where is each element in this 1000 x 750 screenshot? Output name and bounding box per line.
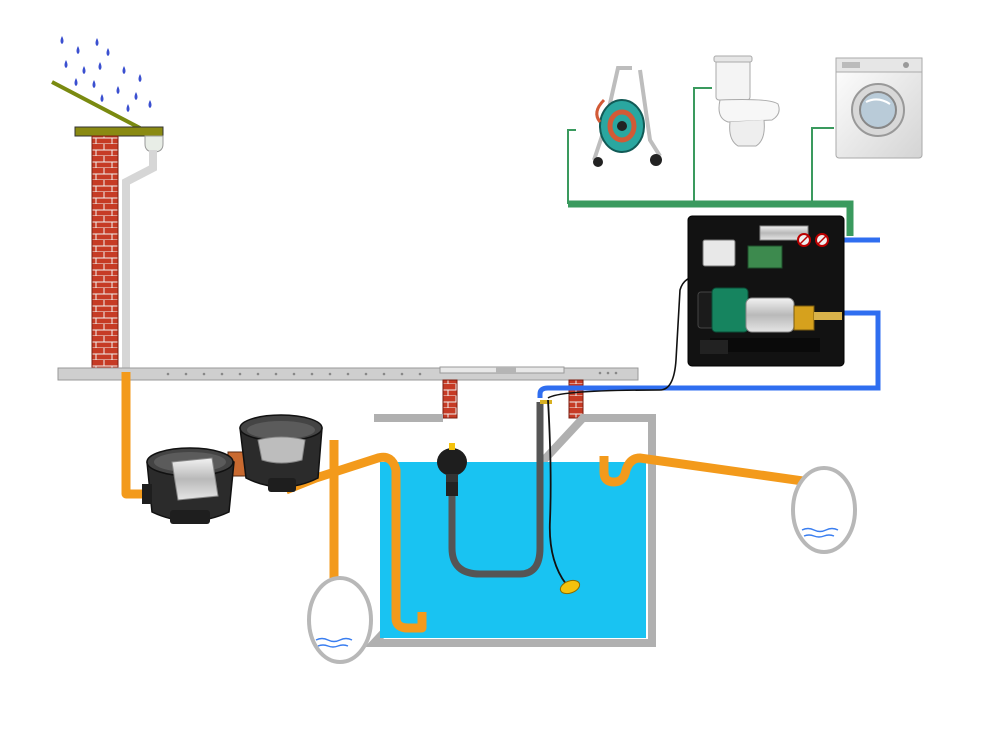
downpipe-icon	[122, 135, 164, 372]
water-tank-icon	[364, 414, 656, 647]
brick-wall-icon	[91, 135, 119, 371]
soakaway-icon	[791, 466, 857, 554]
rain-drops-icon	[60, 36, 152, 112]
overflow-pipe	[599, 453, 811, 487]
ground-slab-icon	[57, 366, 639, 419]
soakaway-icon	[307, 576, 373, 664]
washing-machine-icon	[835, 57, 923, 159]
filter-basket-icon	[239, 414, 323, 492]
float-switch-icon	[547, 399, 581, 595]
roof-icon	[51, 80, 164, 137]
toilet-icon	[713, 55, 780, 147]
distribution-pipe-icon	[567, 87, 854, 236]
floating-suction-icon	[437, 400, 552, 578]
hose-reel-icon	[592, 66, 662, 167]
filter-basket-icon	[142, 447, 259, 524]
mains-water-pipe	[537, 237, 881, 398]
pump-station-icon	[687, 215, 845, 367]
control-cable	[547, 275, 701, 399]
